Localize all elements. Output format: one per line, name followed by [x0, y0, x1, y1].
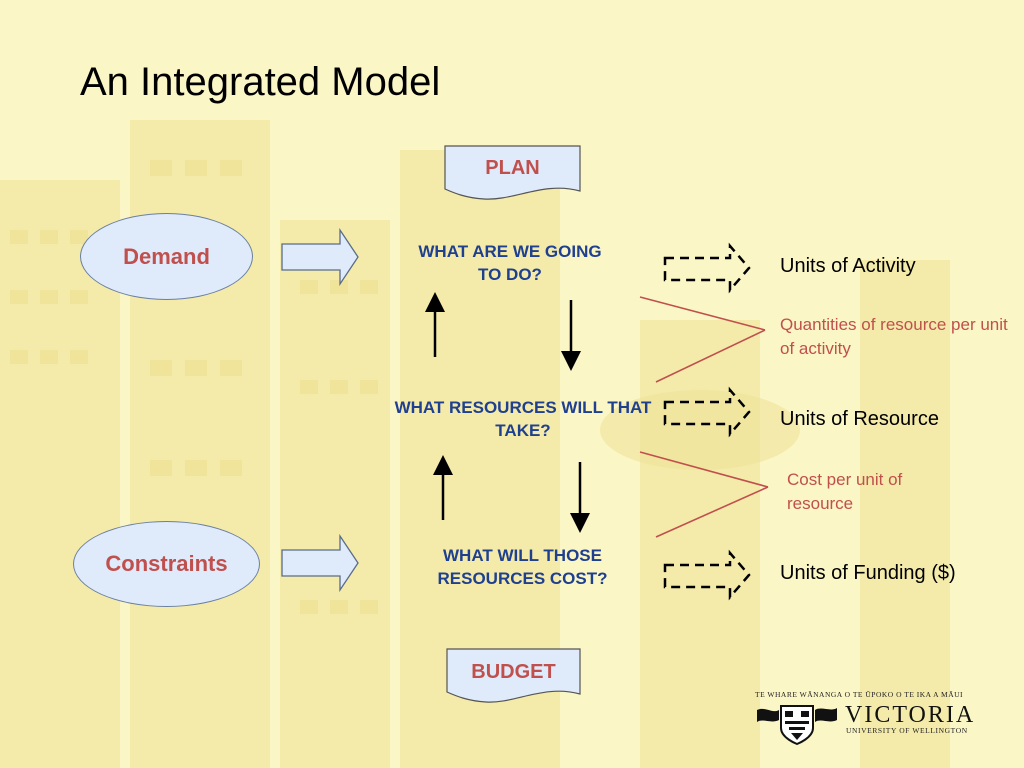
plan-label: PLAN: [485, 157, 540, 179]
bracket-lines-quantities: [639, 296, 766, 383]
slide-title: An Integrated Model: [80, 60, 441, 104]
demand-oval: Demand: [80, 213, 253, 300]
question-what-resources: WHAT RESOURCES WILL THAT TAKE?: [394, 398, 652, 440]
question-what-are-we-doing: WHAT ARE WE GOING TO DO?: [418, 242, 602, 284]
block-arrow-demand: [281, 227, 359, 287]
dashed-arrow-funding: [663, 549, 751, 601]
logo-subtitle: UNIVERSITY OF WELLINGTON: [846, 726, 968, 735]
dashed-arrow-activity: [663, 242, 751, 294]
budget-label: BUDGET: [471, 661, 556, 683]
university-logo: TE WHARE WĀNANGA O TE ŪPOKO O TE IKA A M…: [755, 690, 985, 746]
plan-box: PLAN: [444, 145, 581, 203]
university-crest-icon: [757, 705, 837, 746]
dashed-arrow-resource: [663, 386, 751, 438]
note-cost-per-resource: Cost per unit of resource: [787, 470, 903, 513]
units-of-resource-label: Units of Resource: [780, 408, 939, 430]
block-arrow-constraints: [281, 533, 359, 593]
document-shape-icon: [446, 648, 581, 703]
constraints-oval: Constraints: [73, 521, 260, 607]
demand-label: Demand: [123, 243, 210, 269]
units-of-funding-label: Units of Funding ($): [780, 562, 956, 584]
logo-motto: TE WHARE WĀNANGA O TE ŪPOKO O TE IKA A M…: [755, 690, 964, 699]
question-what-cost: WHAT WILL THOSE RESOURCES COST?: [437, 546, 608, 588]
constraints-label: Constraints: [105, 551, 228, 576]
note-quantities-per-activity: Quantities of resource per unit of activ…: [780, 315, 1008, 358]
logo-name: VICTORIA: [845, 702, 976, 728]
units-of-activity-label: Units of Activity: [780, 255, 916, 277]
document-shape-icon: [444, 145, 581, 200]
budget-box: BUDGET: [446, 648, 581, 706]
bracket-lines-cost: [639, 451, 769, 538]
